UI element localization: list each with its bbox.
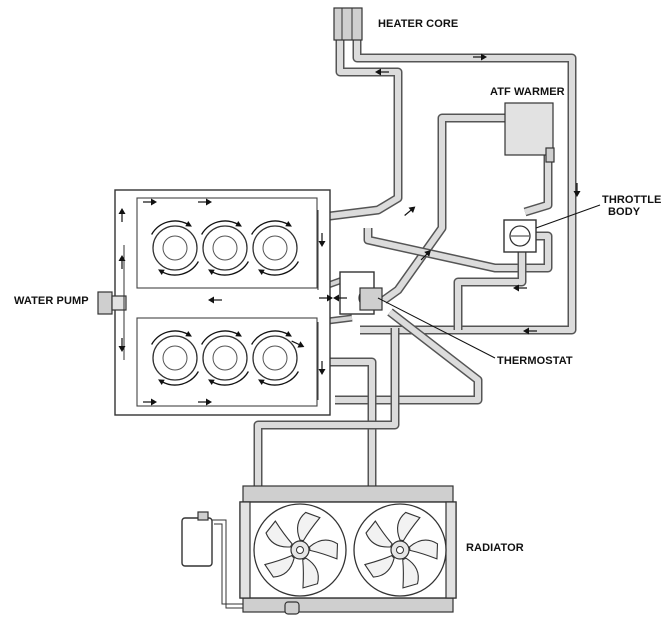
cylinder-circulation-arrows: [151, 220, 299, 386]
flow-arrow-icon: [375, 68, 389, 76]
cylinders-top-bank: [152, 225, 298, 271]
thermostat-label: THERMOSTAT: [497, 355, 573, 367]
reservoir-icon: [181, 511, 243, 609]
flow-arrow-icon: [333, 294, 347, 302]
flow-arrow-icon: [143, 398, 157, 406]
cylinders-bottom-bank: [152, 335, 298, 381]
circulation-arrow-icon: [151, 220, 199, 276]
flow-arrow-icon: [404, 206, 416, 216]
flow-arrow-icon: [473, 53, 487, 61]
atf-warmer: [504, 102, 555, 163]
flow-arrow-icon: [573, 183, 581, 197]
heater-core: [333, 7, 363, 41]
flow-arrow-icon: [291, 340, 305, 348]
flow-arrow-icon: [318, 361, 326, 375]
flow-arrow-icon: [118, 255, 126, 269]
flow-arrow-icon: [143, 198, 157, 206]
circulation-arrow-icon: [251, 330, 299, 386]
flow-arrow-icon: [118, 338, 126, 352]
flow-arrow-icon: [118, 208, 126, 222]
radiator-fans: [264, 511, 439, 589]
throttle-body-label-line2: BODY: [608, 206, 641, 218]
flow-arrow-icon: [208, 296, 222, 304]
throttle-body-label-line1: THROTTLE: [602, 194, 662, 206]
heater-core-label: HEATER CORE: [378, 18, 459, 30]
fan-icon: [364, 511, 439, 589]
flow-arrow-icon: [420, 250, 431, 261]
circulation-arrow-icon: [251, 220, 299, 276]
fan-icon: [264, 511, 339, 589]
flow-arrow-icon: [513, 284, 527, 292]
water-pump-label: WATER PUMP: [14, 295, 89, 307]
flow-arrow-icon: [198, 398, 212, 406]
engine-block: [97, 189, 331, 416]
flow-arrow-icon: [523, 327, 537, 335]
coolant-pipes: [120, 40, 577, 598]
circulation-arrow-icon: [151, 330, 199, 386]
flow-arrow-icon: [318, 233, 326, 247]
circulation-arrow-icon: [201, 220, 249, 276]
throttle-body: [503, 219, 537, 253]
flow-arrow-icon: [319, 294, 333, 302]
leader-lines: [377, 204, 601, 359]
thermostat-housing: [339, 271, 383, 315]
flow-arrow-icon: [198, 198, 212, 206]
atf-warmer-label: ATF WARMER: [490, 86, 565, 98]
radiator-label: RADIATOR: [466, 542, 524, 554]
circulation-arrow-icon: [201, 330, 249, 386]
flow-arrows: [118, 53, 581, 406]
